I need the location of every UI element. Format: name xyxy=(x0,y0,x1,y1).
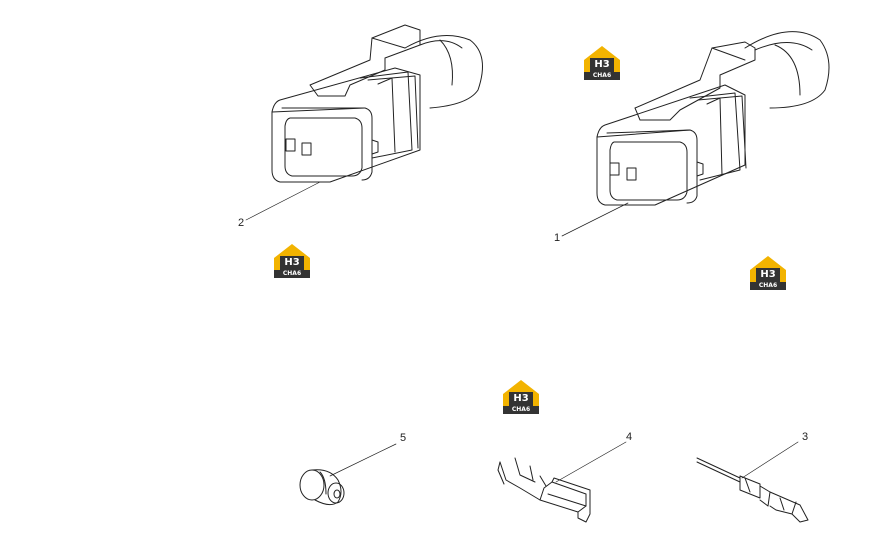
leader-lines xyxy=(245,181,799,483)
watermark-logo xyxy=(750,256,786,290)
callout-4: 4 xyxy=(626,431,633,443)
watermark-letter: H3 xyxy=(513,393,529,404)
terminal-3 xyxy=(696,457,809,523)
watermark-letter: H3 xyxy=(760,269,776,280)
watermark-letter: H3 xyxy=(284,257,300,268)
watermark-logo xyxy=(584,46,620,80)
terminal-4 xyxy=(497,457,591,523)
watermark-letter: H3 xyxy=(594,59,610,70)
watermark-sub: CHA6 xyxy=(282,270,302,277)
callout-3: 3 xyxy=(802,431,809,443)
connector-housing-2 xyxy=(271,24,483,183)
callout-2: 2 xyxy=(238,217,245,229)
watermark-sub: CHA6 xyxy=(758,282,778,289)
callout-5: 5 xyxy=(400,432,407,444)
watermark-logo xyxy=(274,244,310,278)
callout-1: 1 xyxy=(554,232,561,244)
seal-5 xyxy=(299,469,345,506)
connector-housing-1 xyxy=(596,31,830,206)
watermark-sub: CHA6 xyxy=(511,406,531,413)
watermark-sub: CHA6 xyxy=(592,72,612,79)
watermark-logo xyxy=(503,380,539,414)
